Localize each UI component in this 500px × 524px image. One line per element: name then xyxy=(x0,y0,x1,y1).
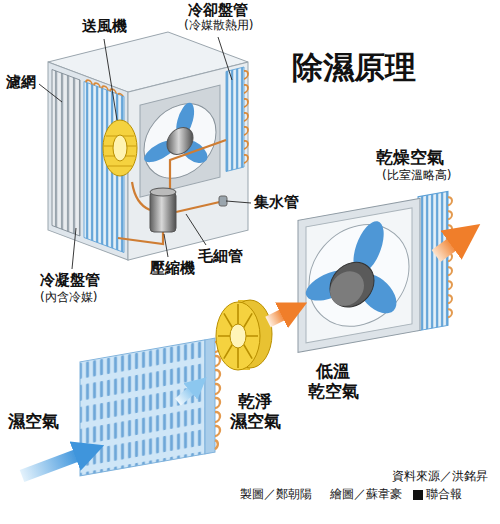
blower-wheel xyxy=(218,304,258,368)
part-note: (內含冷媒) xyxy=(40,291,97,305)
label-slot: 乾淨 濕空氣 xyxy=(226,392,284,431)
label-slot: 送風機 xyxy=(82,18,127,35)
evaporator-unit xyxy=(330,268,364,308)
airflow-arrow xyxy=(22,455,78,476)
blower-wheel xyxy=(104,136,136,166)
fan-side xyxy=(140,85,220,197)
blower-wheel xyxy=(230,324,246,348)
fan-side xyxy=(226,67,244,172)
part-note: (冷媒散熱用) xyxy=(184,19,253,33)
airflow-label: 乾淨 濕空氣 xyxy=(226,392,284,431)
label-slot: 繪圖／蘇韋豪 xyxy=(330,488,402,502)
label-slot: (比室溫略高) xyxy=(382,169,451,183)
label-slot: 冷凝盤管 xyxy=(40,272,100,289)
label-slot: 濾網 xyxy=(6,74,36,91)
leader-line xyxy=(39,37,251,269)
label-slot: 資料來源／洪銘昇 xyxy=(392,470,488,484)
airflow-label: 低溫 乾空氣 xyxy=(304,362,362,401)
condenser-side xyxy=(86,79,123,96)
publisher-mark xyxy=(413,490,423,500)
part-label: 冷卻盤管 xyxy=(188,2,248,19)
credit-text: 製圖／鄭朝陽 xyxy=(240,488,312,502)
label-slot: (內含冷媒) xyxy=(40,291,97,305)
condenser-side xyxy=(52,70,80,237)
leader-line xyxy=(164,234,168,257)
airflow-label: 乾燥空氣 xyxy=(376,148,444,168)
blower-wheel xyxy=(103,120,137,176)
part-label: 毛細管 xyxy=(198,248,243,265)
blower-wheel xyxy=(103,120,137,176)
part-label: 冷凝盤管 xyxy=(40,272,100,289)
evaporator-unit xyxy=(448,197,452,318)
label-slot: 低溫 乾空氣 xyxy=(304,362,362,401)
leader-line xyxy=(39,84,62,102)
compressor xyxy=(150,188,176,232)
evaporator-unit xyxy=(298,191,452,353)
refrigerant-pipe xyxy=(170,140,226,192)
label-slot: (冷媒散熱用) xyxy=(184,19,253,33)
credit-text: 資料來源／洪銘昇 xyxy=(392,470,488,484)
blower-wheel xyxy=(113,135,127,161)
airflow-arrow xyxy=(436,243,454,256)
airflow-label: 濕空氣 xyxy=(8,412,59,432)
part-label: 濾網 xyxy=(6,74,36,91)
condenser-coil xyxy=(215,341,220,449)
leader-line xyxy=(186,214,206,245)
evaporator-unit xyxy=(306,208,412,343)
blower-wheel xyxy=(216,302,260,370)
label-slot: 聯合報 xyxy=(426,488,462,502)
evaporator-unit xyxy=(330,259,374,311)
condenser-coil xyxy=(80,340,205,476)
condenser-coil xyxy=(205,338,215,454)
label-slot: 濕空氣 xyxy=(8,412,59,432)
diagram-title: 除濕原理 xyxy=(292,50,416,86)
label-slot: 製圖／鄭朝陽 xyxy=(240,488,312,502)
part-label: 集水管 xyxy=(254,194,299,211)
drain-pipe xyxy=(219,196,227,206)
airflow-arrow xyxy=(22,243,454,476)
label-slot: 乾燥空氣 xyxy=(376,148,444,168)
label-slot: 集水管 xyxy=(254,194,299,211)
fan-side xyxy=(144,96,216,186)
compressor xyxy=(150,192,176,232)
leader-line xyxy=(72,228,76,269)
compressor xyxy=(150,188,176,196)
evaporator-unit xyxy=(418,191,448,330)
fan-side xyxy=(128,62,248,260)
refrigerant-pipe xyxy=(118,232,163,244)
refrigerant-pipe xyxy=(132,182,150,210)
fan-side xyxy=(128,62,248,260)
leader-line xyxy=(218,37,232,80)
label-slot: 冷卻盤管 xyxy=(188,2,248,19)
airflow-note: (比室溫略高) xyxy=(382,169,451,183)
title-slot: 除濕原理 xyxy=(292,50,416,86)
part-label: 壓縮機 xyxy=(150,260,195,277)
blower-wheel xyxy=(216,300,272,370)
airflow-arrow xyxy=(178,390,192,402)
airflow-arrow xyxy=(268,314,284,322)
leader-line xyxy=(104,39,117,120)
fan-side xyxy=(244,70,248,163)
label-slot: 毛細管 xyxy=(198,248,243,265)
publisher-name: 聯合報 xyxy=(426,488,462,502)
part-label: 送風機 xyxy=(82,18,127,35)
credit-text: 繪圖／蘇韋豪 xyxy=(330,488,402,502)
refrigerant-pipe xyxy=(176,201,224,212)
leader-line xyxy=(226,201,251,203)
condenser-coil xyxy=(80,337,220,476)
housing xyxy=(48,32,248,260)
evaporator-unit xyxy=(298,198,420,352)
label-slot: 壓縮機 xyxy=(150,260,195,277)
